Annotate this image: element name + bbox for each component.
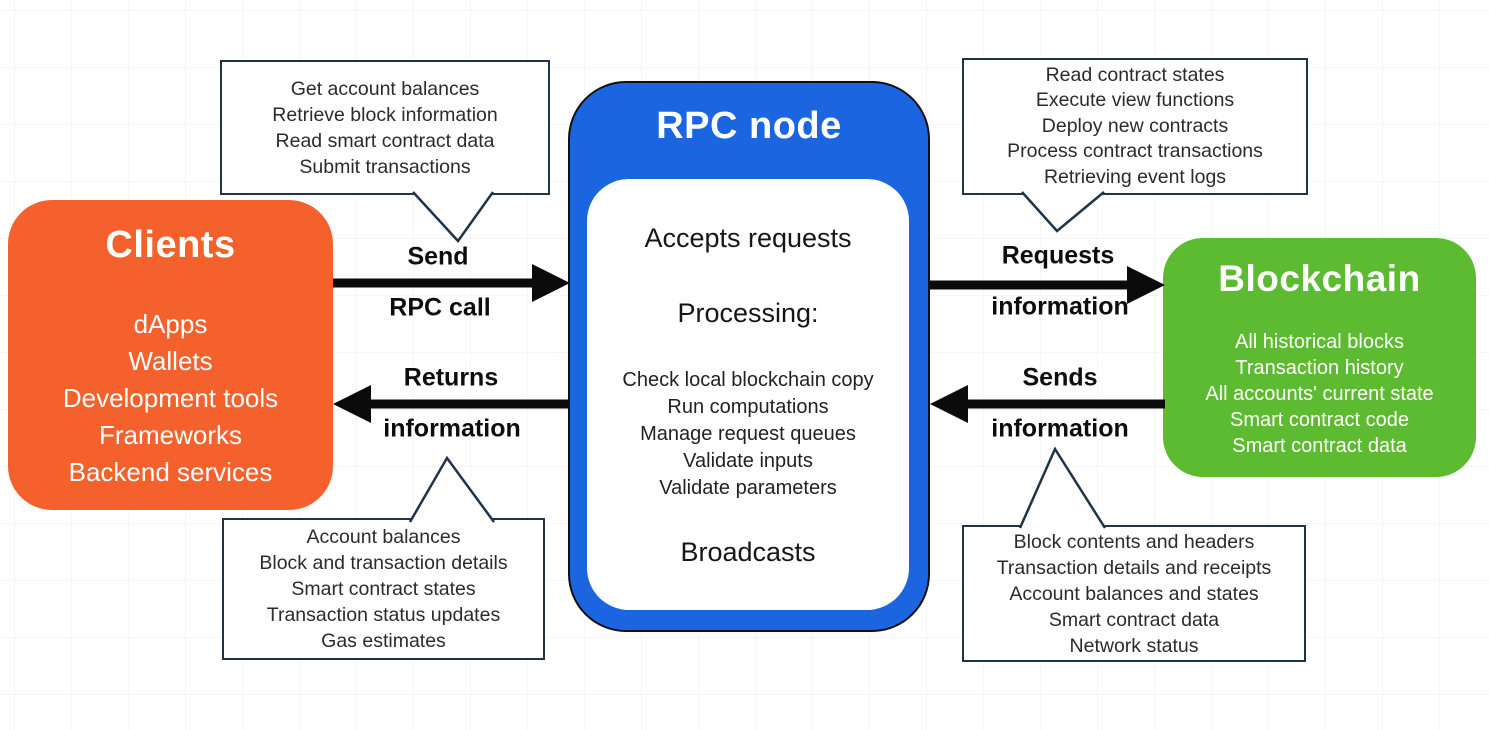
callout-line: Network status: [1069, 634, 1199, 657]
callout-top-right: Read contract states Execute view functi…: [962, 58, 1308, 195]
blockchain-item: Smart contract code: [1230, 409, 1409, 431]
clients-items: dApps Wallets Development tools Framewor…: [8, 306, 333, 491]
callout-tail-bottom-right: [1018, 446, 1107, 529]
rpc-processing-item: Check local blockchain copy: [622, 369, 874, 391]
clients-item: dApps: [133, 309, 208, 339]
callout-line: Account balances: [306, 526, 461, 548]
callout-line: Submit transactions: [299, 155, 471, 178]
requests-information-label: information: [991, 292, 1129, 321]
rpc-processing-item: Run computations: [667, 396, 829, 418]
blockchain-item: All accounts' current state: [1205, 383, 1434, 405]
blockchain-box: Blockchain All historical blocks Transac…: [1163, 238, 1476, 477]
clients-item: Development tools: [62, 383, 279, 413]
callout-line: Block contents and headers: [1013, 530, 1255, 553]
rpc-node-title: RPC node: [656, 105, 842, 147]
clients-item: Wallets: [128, 346, 213, 376]
callout-line: Smart contract data: [1048, 608, 1220, 631]
clients-box: Clients dApps Wallets Development tools …: [8, 200, 333, 510]
callout-line: Gas estimates: [321, 630, 446, 652]
blockchain-items: All historical blocks Transaction histor…: [1163, 329, 1476, 459]
rpc-processing-label: Processing:: [677, 298, 819, 328]
callout-line: Smart contract states: [291, 578, 476, 600]
callout-line: Transaction details and receipts: [996, 556, 1272, 579]
rpc-processing-item: Manage request queues: [640, 423, 856, 445]
callout-line: Read smart contract data: [275, 129, 495, 152]
callout-line: Account balances and states: [1009, 582, 1259, 605]
callout-tail-top-left: [412, 191, 495, 243]
callout-tail-bottom-left: [408, 455, 496, 523]
callout-bottom-left: Account balances Block and transaction d…: [222, 518, 545, 660]
rpc-inner-panel: Accepts requests Processing: Check local…: [587, 179, 909, 610]
rpc-processing-items: Check local blockchain copy Run computat…: [587, 367, 909, 502]
callout-line: Block and transaction details: [259, 552, 508, 574]
blockchain-item: Transaction history: [1235, 357, 1404, 379]
callout-tail-top-right: [1021, 191, 1105, 233]
clients-item: Backend services: [68, 457, 273, 487]
callout-line: Transaction status updates: [266, 604, 501, 626]
rpc-accepts-label: Accepts requests: [644, 223, 852, 253]
rpc-call-label: RPC call: [389, 293, 491, 322]
callout-line: Retrieve block information: [272, 103, 498, 126]
blockchain-item: All historical blocks: [1235, 331, 1404, 353]
rpc-processing-item: Validate parameters: [659, 477, 837, 499]
rpc-processing-item: Validate inputs: [683, 450, 813, 472]
callout-bottom-right: Block contents and headers Transaction d…: [962, 525, 1306, 662]
callout-line: Deploy new contracts: [1041, 114, 1229, 137]
blockchain-title: Blockchain: [1218, 258, 1421, 299]
returns-label: Returns: [403, 363, 499, 392]
callout-line: Execute view functions: [1035, 89, 1235, 112]
callout-line: Process contract transactions: [1007, 140, 1263, 163]
callout-line: Read contract states: [1045, 63, 1225, 86]
rpc-broadcasts-label: Broadcasts: [680, 537, 816, 567]
clients-title: Clients: [105, 224, 236, 266]
send-label: Send: [407, 242, 469, 271]
callout-line: Get account balances: [290, 77, 480, 100]
clients-item: Frameworks: [98, 420, 242, 450]
returns-information-label: information: [383, 414, 521, 443]
requests-label: Requests: [1001, 241, 1115, 270]
sends-information-label: information: [991, 414, 1129, 443]
blockchain-item: Smart contract data: [1232, 435, 1407, 457]
callout-line: Retrieving event logs: [1043, 165, 1227, 188]
callout-top-left: Get account balances Retrieve block info…: [220, 60, 550, 195]
sends-label: Sends: [1022, 363, 1098, 392]
rpc-node-box: RPC node Accepts requests Processing: Ch…: [568, 81, 930, 632]
